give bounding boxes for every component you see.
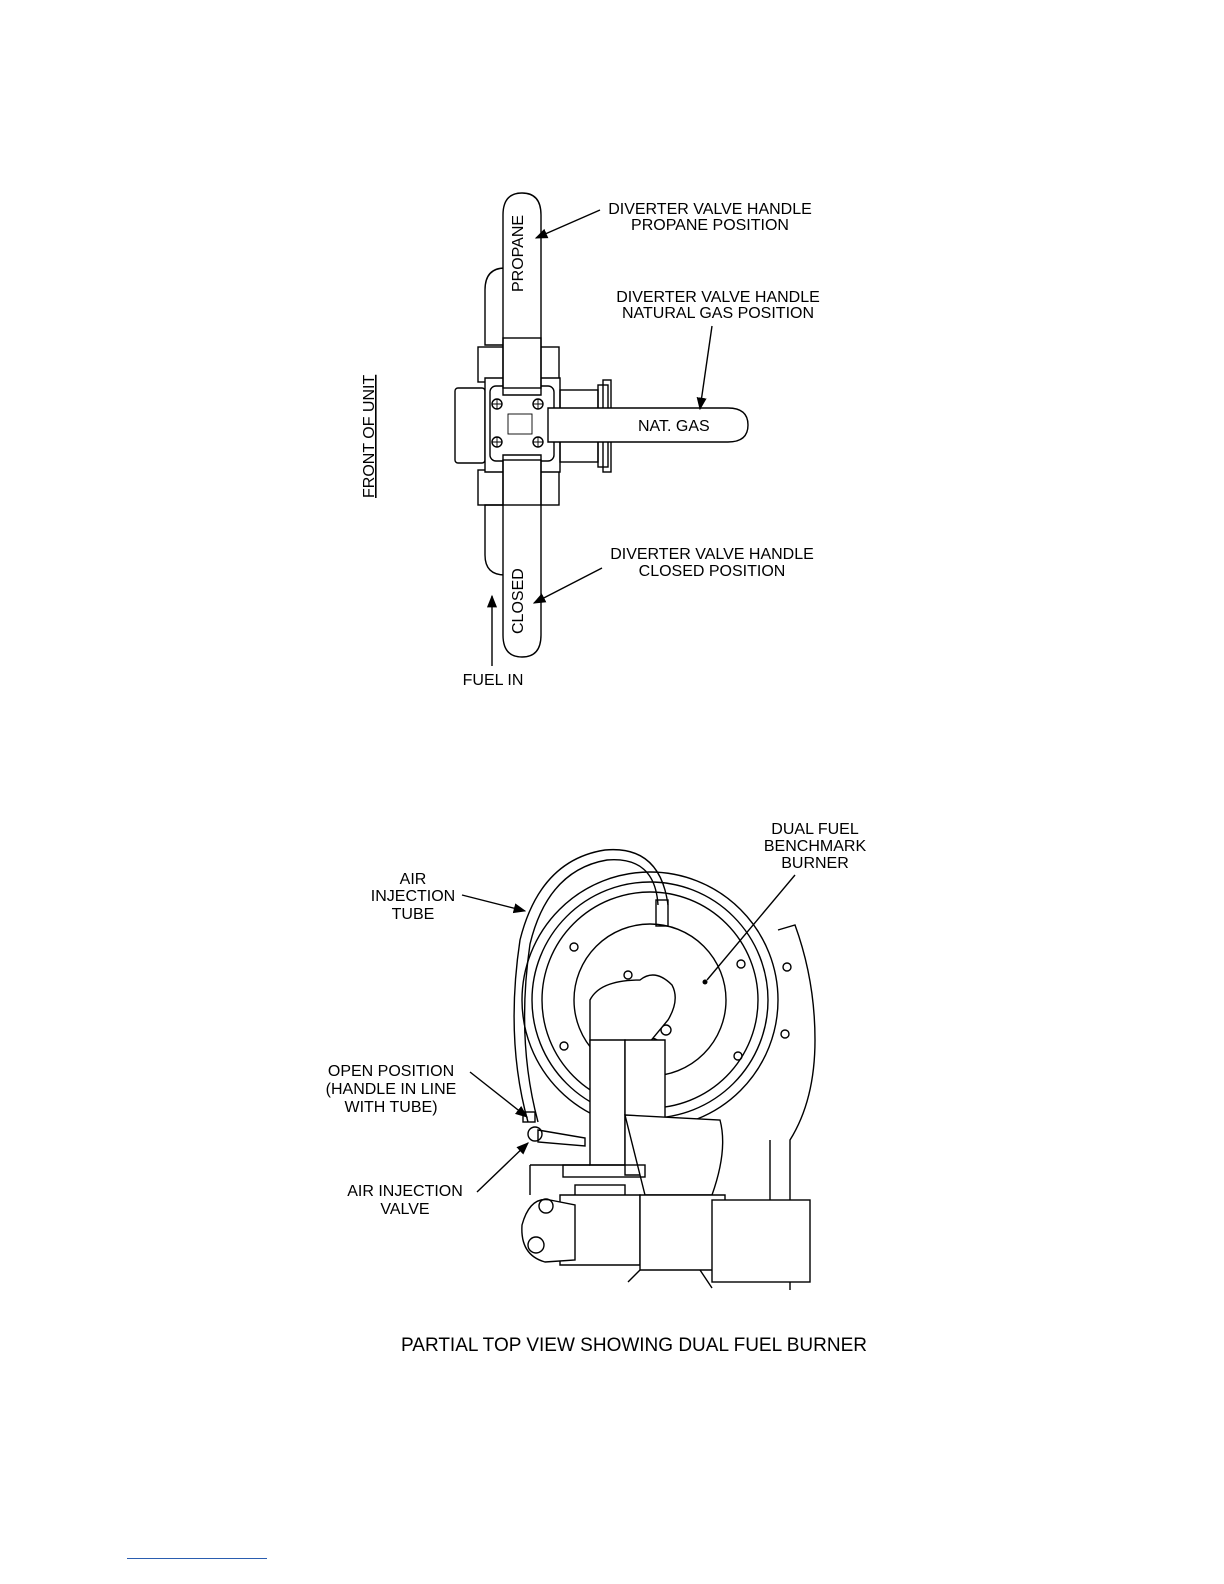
valve-callout-line2: VALVE bbox=[380, 1201, 429, 1218]
burner-callouts: DUAL FUEL BENCHMARK BURNER AIR INJECTION… bbox=[326, 821, 867, 1356]
natgas-callout-line1: DIVERTER VALVE HANDLE bbox=[616, 289, 820, 306]
fuel-in-label: FUEL IN bbox=[463, 672, 524, 689]
burner-callout-line1: DUAL FUEL bbox=[771, 821, 859, 838]
open-callout-line3: WITH TUBE) bbox=[344, 1099, 437, 1116]
burner-drawing bbox=[513, 848, 816, 1290]
diverter-valve-drawing: PROPANE NAT. GAS CLOSED bbox=[454, 192, 749, 658]
closed-callout-line2: CLOSED POSITION bbox=[639, 563, 786, 580]
screw-heads bbox=[491, 398, 544, 448]
burner-caption: PARTIAL TOP VIEW SHOWING DUAL FUEL BURNE… bbox=[401, 1335, 867, 1356]
propane-callout-line1: DIVERTER VALVE HANDLE bbox=[608, 201, 812, 218]
natgas-leader-arrow bbox=[696, 325, 713, 411]
valve-callout-line1: AIR INJECTION bbox=[347, 1183, 463, 1200]
propane-leader-arrow bbox=[534, 209, 601, 239]
burner-callout-line2: BENCHMARK bbox=[764, 838, 867, 855]
natgas-callout-line2: NATURAL GAS POSITION bbox=[622, 305, 814, 322]
closed-callout-line1: DIVERTER VALVE HANDLE bbox=[610, 546, 814, 563]
front-of-unit-label: FRONT OF UNIT bbox=[361, 375, 378, 498]
tube-leader-arrow bbox=[461, 894, 527, 914]
tube-callout-line3: TUBE bbox=[392, 906, 435, 923]
burner-callout-line3: BURNER bbox=[781, 855, 849, 872]
footer-rule bbox=[127, 1558, 267, 1559]
open-leader-arrow bbox=[469, 1071, 528, 1118]
propane-handle-label: PROPANE bbox=[510, 215, 527, 292]
open-callout-line2: (HANDLE IN LINE bbox=[326, 1081, 457, 1098]
closed-leader-arrow bbox=[532, 567, 603, 604]
valve-callouts: DIVERTER VALVE HANDLE PROPANE POSITION D… bbox=[361, 201, 820, 689]
open-callout-line1: OPEN POSITION bbox=[328, 1063, 454, 1080]
valve-leader-arrow bbox=[476, 1142, 529, 1193]
tube-callout-line2: INJECTION bbox=[371, 888, 455, 905]
natgas-handle-label: NAT. GAS bbox=[638, 418, 710, 435]
tube-callout-line1: AIR bbox=[400, 871, 427, 888]
burner-leader bbox=[706, 874, 796, 981]
closed-handle-label: CLOSED bbox=[510, 568, 527, 634]
propane-callout-line2: PROPANE POSITION bbox=[631, 217, 789, 234]
